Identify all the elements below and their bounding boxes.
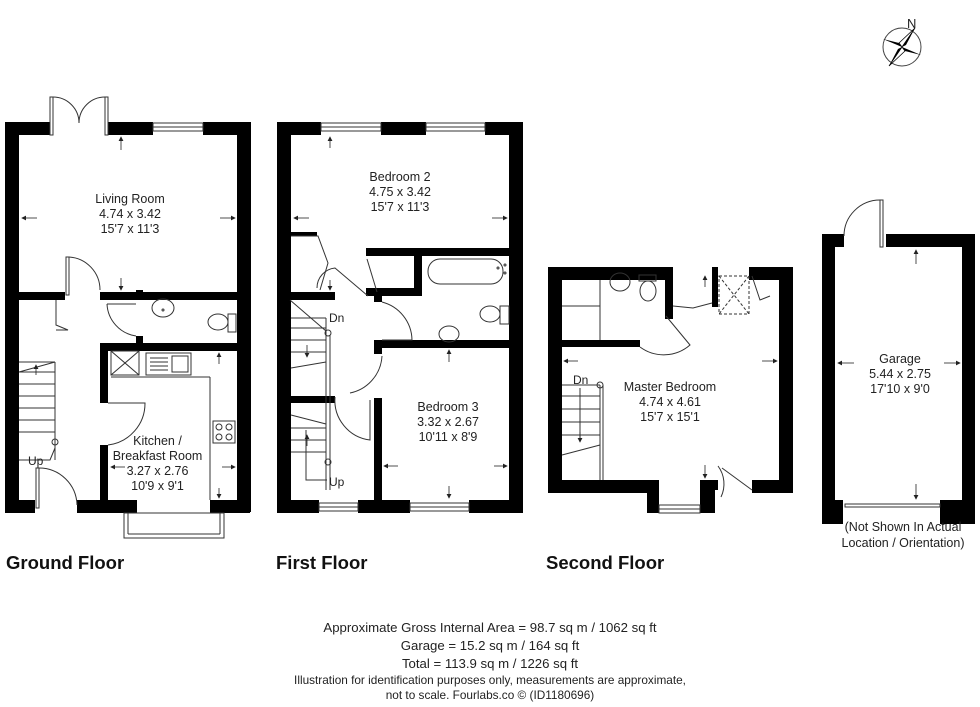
garage-location-note: (Not Shown In Actual Location / Orientat…	[826, 519, 980, 551]
room-bedroom-2: Bedroom 2 4.75 x 3.42 15'7 x 11'3	[350, 170, 450, 215]
ground-floor-plan	[5, 96, 251, 539]
room-name: Garage	[879, 352, 921, 366]
room-metric: 5.44 x 2.75	[869, 367, 931, 381]
stairs-up-label: Up	[329, 475, 345, 489]
first-floor-plan	[277, 122, 523, 513]
room-imperial: 17'10 x 9'0	[870, 382, 930, 396]
room-master-bedroom: Master Bedroom 4.74 x 4.61 15'7 x 15'1	[610, 380, 730, 425]
garage-plan	[822, 199, 975, 524]
room-imperial: 10'9 x 9'1	[131, 479, 184, 493]
gross-area-text: Approximate Gross Internal Area = 98.7 s…	[323, 620, 657, 635]
floor-title-ground: Ground Floor	[6, 552, 125, 573]
room-bedroom-3: Bedroom 3 3.32 x 2.67 10'11 x 8'9	[398, 400, 498, 445]
area-summary: Approximate Gross Internal Area = 98.7 s…	[250, 619, 730, 703]
stairs-down-label: Dn	[329, 311, 345, 325]
floor-title-second: Second Floor	[546, 552, 665, 573]
note-line-2: Location / Orientation)	[841, 536, 965, 550]
total-area-text: Total = 113.9 sq m / 1226 sq ft	[401, 656, 579, 671]
disclaimer-line-2: not to scale. Fourlabs.co © (ID1180696)	[385, 688, 595, 702]
room-metric: 4.74 x 3.42	[99, 207, 161, 221]
room-garage: Garage 5.44 x 2.75 17'10 x 9'0	[850, 352, 950, 397]
stairs-down-label: Dn	[573, 373, 589, 387]
room-metric: 3.32 x 2.67	[417, 415, 479, 429]
room-name: Bedroom 3	[417, 400, 479, 414]
note-line-1: (Not Shown In Actual	[844, 520, 962, 534]
garage-area-text: Garage = 15.2 sq m / 164 sq ft	[400, 638, 580, 653]
room-metric: 4.75 x 3.42	[369, 185, 431, 199]
room-name: Living Room	[95, 192, 165, 206]
room-imperial: 15'7 x 11'3	[100, 222, 160, 236]
room-imperial: 10'11 x 8'9	[418, 430, 478, 444]
floor-title-first: First Floor	[276, 552, 368, 573]
room-metric: 4.74 x 4.61	[639, 395, 701, 409]
room-kitchen: Kitchen / Breakfast Room 3.27 x 2.76 10'…	[100, 434, 215, 494]
compass-north-label: N	[907, 16, 917, 31]
second-floor-plan	[548, 267, 793, 514]
room-name-line2: Breakfast Room	[112, 449, 203, 463]
stairs-up-label: Up	[28, 454, 44, 468]
room-imperial: 15'7 x 15'1	[640, 410, 700, 424]
room-name-line1: Kitchen /	[133, 434, 182, 448]
compass-rose-icon	[882, 27, 922, 67]
room-metric: 3.27 x 2.76	[126, 464, 189, 478]
room-name: Bedroom 2	[369, 170, 431, 184]
disclaimer-line-1: Illustration for identification purposes…	[294, 673, 686, 687]
room-imperial: 15'7 x 11'3	[370, 200, 430, 214]
room-living-room: Living Room 4.74 x 3.42 15'7 x 11'3	[80, 192, 180, 237]
room-name: Master Bedroom	[623, 380, 717, 394]
